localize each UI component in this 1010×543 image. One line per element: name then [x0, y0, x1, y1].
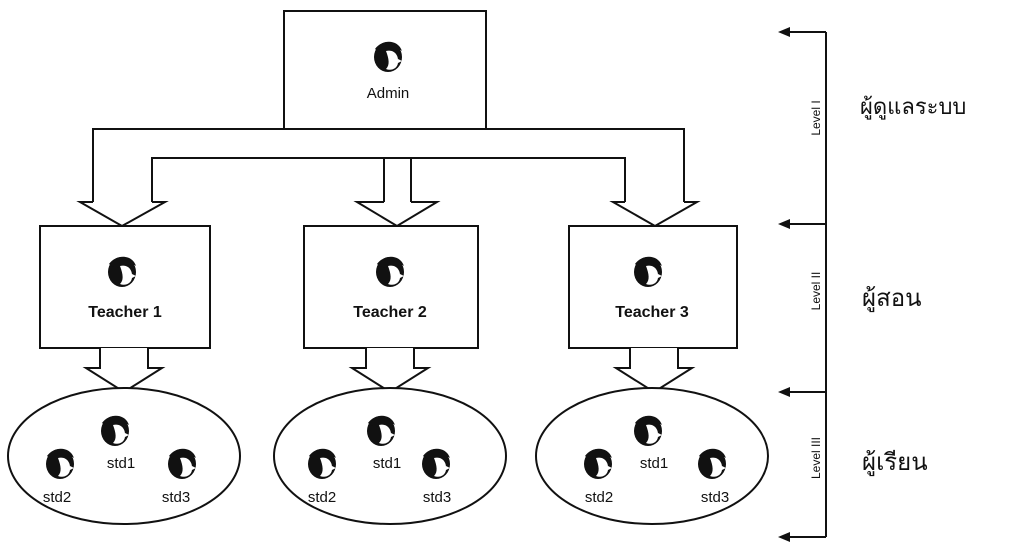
- student-3-1-icon: [634, 415, 662, 446]
- level-1-role: ผู้ดูแลระบบ: [860, 95, 966, 120]
- teacher-3-label: Teacher 3: [615, 304, 689, 321]
- level-1-axis-label: Level I: [809, 100, 823, 135]
- student-1-1-label: std1: [107, 455, 135, 472]
- teacher-2-label: Teacher 2: [353, 304, 427, 321]
- student-2-2-label: std2: [308, 489, 336, 506]
- teacher-box-3: Teacher 3: [568, 225, 738, 349]
- student-1-2-icon: [46, 448, 74, 479]
- student-1-2-label: std2: [43, 489, 71, 506]
- teacher-1-icon: [108, 256, 136, 287]
- level-3-axis-label: Level III: [809, 437, 823, 479]
- student-1-3-label: std3: [162, 489, 190, 506]
- student-2-1-label: std1: [373, 455, 401, 472]
- student-3-3-label: std3: [701, 489, 729, 506]
- teacher-1-label: Teacher 1: [88, 304, 162, 321]
- student-1-3-icon: [168, 448, 196, 479]
- teacher-box-2: Teacher 2: [303, 225, 479, 349]
- student-3-2-icon: [584, 448, 612, 479]
- student-1-1-icon: [101, 415, 129, 446]
- level-2-axis-label: Level II: [809, 272, 823, 311]
- admin-icon: [374, 41, 402, 72]
- admin-label: Admin: [367, 85, 410, 102]
- student-3-3-icon: [698, 448, 726, 479]
- student-2-3-icon: [422, 448, 450, 479]
- level-2-role: ผู้สอน: [862, 284, 922, 313]
- teacher-3-icon: [634, 256, 662, 287]
- student-group-3: std1 std2 std3: [535, 387, 769, 525]
- teacher-2-icon: [376, 256, 404, 287]
- teacher-to-students-arrows: [82, 348, 696, 394]
- level-axis: [778, 27, 827, 542]
- level-3-role: ผู้เรียน: [862, 448, 928, 477]
- student-group-2: std1 std2 std3: [273, 387, 507, 525]
- student-group-1: std1 std2 std3: [7, 387, 241, 525]
- student-2-3-label: std3: [423, 489, 451, 506]
- student-3-1-label: std1: [640, 455, 668, 472]
- student-2-2-icon: [308, 448, 336, 479]
- student-2-1-icon: [367, 415, 395, 446]
- student-3-2-label: std2: [585, 489, 613, 506]
- admin-to-teachers-connector: [76, 128, 701, 228]
- teacher-box-1: Teacher 1: [39, 225, 211, 349]
